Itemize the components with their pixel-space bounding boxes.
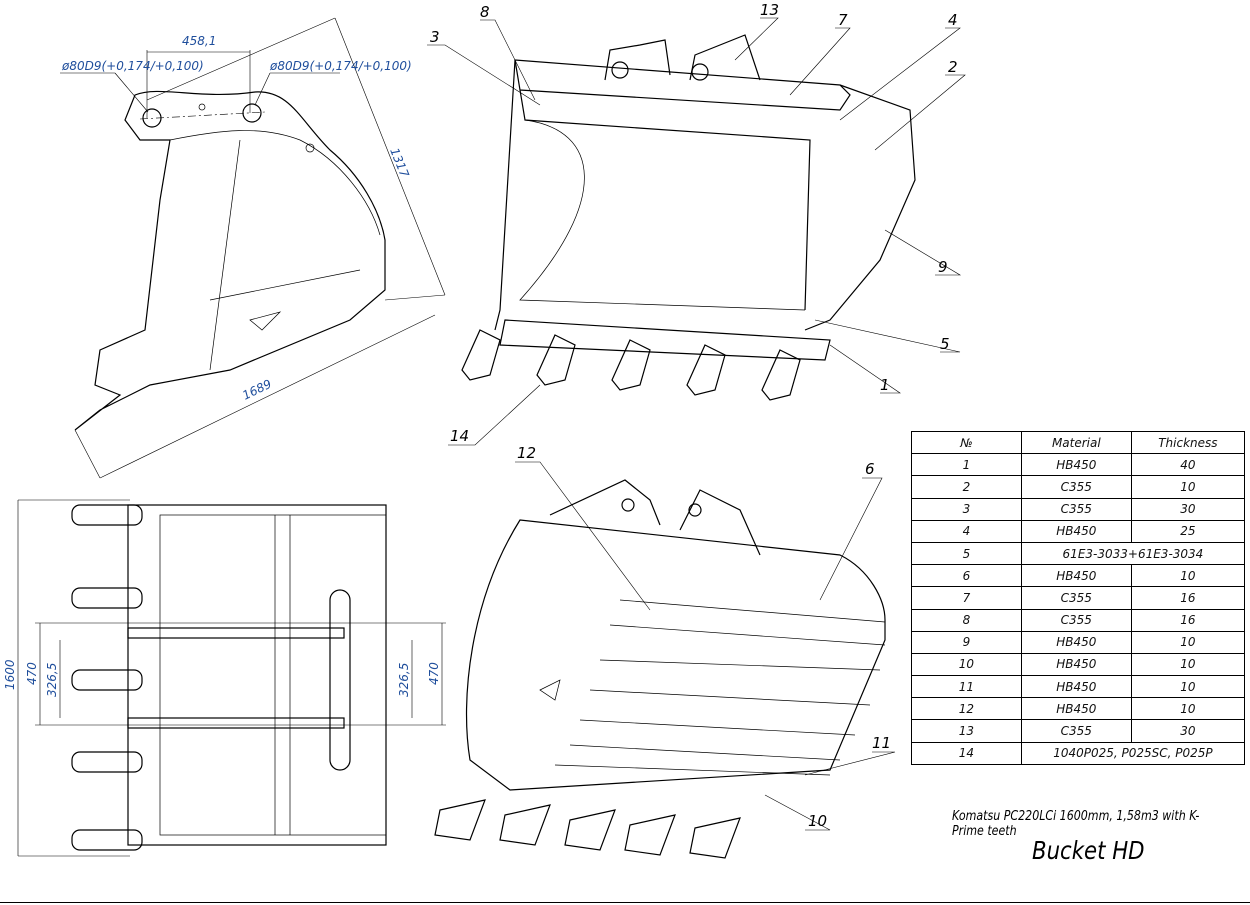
iso-view-front — [461, 34, 916, 401]
cell-material: C355 — [1020, 586, 1132, 610]
rear-teeth — [434, 799, 741, 859]
callouts: 1 2 3 4 5 6 7 8 9 10 11 12 13 14 — [427, 1, 966, 831]
dim-inner-left: 326,5 — [45, 663, 59, 697]
cell-material: HB450 — [1020, 564, 1132, 588]
frame-line — [0, 902, 1250, 903]
callout-12: 12 — [517, 444, 536, 462]
header-thickness: Thickness — [1130, 430, 1246, 455]
cell-no: 5 — [911, 541, 1022, 566]
dim-pin-distance: 458,1 — [182, 34, 216, 48]
callout-6: 6 — [865, 460, 875, 478]
cell-material: C355 — [1020, 497, 1132, 521]
callout-4: 4 — [948, 11, 958, 29]
dim-inner-right: 326,5 — [397, 663, 411, 697]
cell-thickness: 10 — [1130, 652, 1246, 677]
cell-material: C355 — [1020, 719, 1132, 743]
cell-no: 7 — [911, 586, 1022, 610]
dim-height: 1317 — [387, 146, 412, 180]
cell-no: 6 — [911, 564, 1022, 588]
cell-thickness: 30 — [1130, 719, 1246, 743]
dim-outer-left: 470 — [25, 662, 39, 685]
drawing-title: Bucket HD — [1032, 836, 1145, 865]
callout-11: 11 — [872, 734, 891, 752]
dim-pin-hole-right: ø80D9(+0,174/+0,100) — [269, 59, 412, 73]
cell-material: 1040P025, P025SC, P025P — [1020, 741, 1246, 765]
dim-length: 1689 — [240, 377, 274, 403]
cell-material: HB450 — [1020, 697, 1132, 721]
cell-thickness: 10 — [1130, 675, 1246, 699]
cell-no: 10 — [911, 652, 1022, 677]
callout-1: 1 — [880, 376, 890, 394]
teeth — [461, 329, 801, 401]
iso-view-rear — [434, 479, 886, 859]
callout-3: 3 — [430, 28, 440, 46]
cell-material: C355 — [1020, 608, 1132, 632]
cell-no: 12 — [911, 697, 1022, 721]
cell-material: HB450 — [1020, 652, 1132, 677]
cell-thickness: 25 — [1130, 519, 1246, 543]
callout-2: 2 — [948, 58, 958, 76]
cell-thickness: 16 — [1130, 586, 1246, 610]
callout-5: 5 — [940, 335, 950, 353]
cell-no: 1 — [911, 453, 1022, 477]
table-header: № Material Thickness — [911, 430, 1246, 455]
top-view: 1600 470 326,5 326,5 470 — [3, 499, 446, 857]
cell-no: 11 — [911, 675, 1022, 699]
dim-width: 1600 — [3, 659, 17, 690]
cell-no: 3 — [911, 497, 1022, 521]
cell-material: HB450 — [1020, 675, 1132, 699]
cell-no: 2 — [911, 475, 1022, 499]
dim-outer-right: 470 — [427, 662, 441, 685]
cell-no: 9 — [911, 630, 1022, 654]
cell-thickness: 30 — [1130, 497, 1246, 521]
side-view: 458,1 ø80D9(+0,174/+0,100) ø80D9(+0,174/… — [60, 17, 446, 479]
cell-thickness: 16 — [1130, 608, 1246, 632]
callout-13: 13 — [760, 1, 779, 19]
cell-thickness: 10 — [1130, 630, 1246, 654]
cell-thickness: 10 — [1130, 564, 1246, 588]
cell-no: 4 — [911, 519, 1022, 543]
callout-10: 10 — [808, 812, 827, 830]
header-material: Material — [1020, 430, 1132, 455]
callout-8: 8 — [480, 3, 490, 21]
cell-no: 13 — [911, 719, 1022, 743]
cell-material: HB450 — [1020, 519, 1132, 543]
dim-pin-hole-left: ø80D9(+0,174/+0,100) — [61, 59, 204, 73]
drawing-note: Komatsu PC220LCi 1600mm, 1,58m3 with K-P… — [952, 809, 1200, 839]
callout-7: 7 — [838, 11, 848, 29]
cell-no: 8 — [911, 608, 1022, 632]
top-teeth — [71, 504, 143, 851]
callout-9: 9 — [938, 258, 948, 276]
cell-material: HB450 — [1020, 630, 1132, 654]
cell-no: 14 — [911, 741, 1022, 765]
cell-material: HB450 — [1020, 453, 1132, 477]
cell-thickness: 10 — [1130, 475, 1246, 499]
cell-material: C355 — [1020, 475, 1132, 499]
cell-thickness: 10 — [1130, 697, 1246, 721]
header-no: № — [911, 430, 1022, 455]
callout-14: 14 — [450, 427, 469, 445]
cell-material: 61E3-3033+61E3-3034 — [1020, 541, 1246, 566]
cell-thickness: 40 — [1130, 453, 1246, 477]
